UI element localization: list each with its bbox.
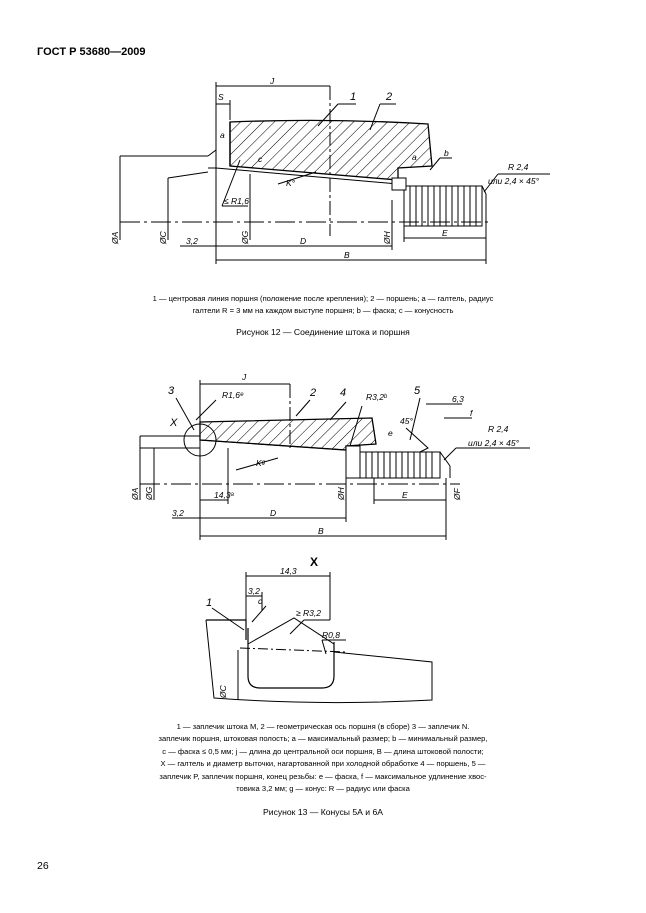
fig13-legend-line: c — фаска ≤ 0,5 мм; j — длина до централ… [162,746,484,756]
detail-x-c: c [258,596,263,606]
detail-x-r32: ≥ R3,2 [296,608,321,618]
fig13-label-r16: R1,6ᵉ [222,390,244,400]
detail-x-1: 1 [206,597,212,609]
fig12-label-da: ØA [110,231,120,245]
fig12-label-r24: R 2,4 [508,162,529,172]
detail-x-143: 14,3 [280,566,297,576]
fig13-label-x: X [169,417,178,429]
fig13-legend-line: заплечик поршня, штоковая полость; a — м… [158,734,488,744]
fig13-legend-line: X — галтель и диаметр выточки, нагартова… [160,759,486,769]
detail-x-32: 3,2 [248,586,260,596]
fig13-label-32: 3,2 [172,508,184,518]
figure-13-drawing: 3 X J R1,6ᵉ 2 4 R3,2ᵇ 5 6,3 f 45° e R 2,… [130,372,530,540]
page-number: 26 [37,860,49,872]
fig13-label-f: f [470,408,474,418]
fig12-label-e: E [442,228,448,238]
fig13-label-e2: E [402,490,408,500]
fig13-label-r32: R3,2ᵇ [366,392,388,402]
fig13-label-da: ØA [130,487,140,501]
fig13-label-d: D [270,508,276,518]
fig13-legend-line: заплечик P, заплечик поршня, конец резьб… [159,771,487,781]
fig13-label-dh: ØH [336,486,346,501]
fig12-label-dg: ØG [240,230,250,245]
fig13-legend-line: 1 — заплечик штока M, 2 — геометрическая… [176,722,470,731]
fig12-caption: Рисунок 12 — Соединение штока и поршня [236,327,410,337]
fig12-label-bb: B [344,250,350,260]
fig13-label-j: J [241,372,247,382]
fig13-label-k: Kᵍ [256,458,266,468]
fig12-label-a: a [220,130,225,140]
fig13-label-r24b: или 2,4 × 45° [468,438,520,448]
fig12-label-dh: ØH [382,230,392,245]
fig12-label-k: K° [286,178,296,188]
fig12-legend-line: 1 — центровая линия поршня (положение по… [152,294,494,303]
fig12-label-dc: ØC [158,230,168,245]
fig13-label-5: 5 [414,385,421,397]
fig12-label-s: S [218,92,224,102]
fig13-caption: Рисунок 13 — Конусы 5А и 6А [263,807,383,817]
fig12-label-r16: ≤ R1,6 [224,196,249,206]
fig13-label-df: ØF [452,487,462,501]
fig13-label-e: e [388,428,393,438]
detail-x-title: X [310,555,318,569]
document-header: ГОСТ Р 53680—2009 [37,46,146,58]
fig12-label-c: c [258,154,263,164]
fig13-label-bb: B [318,526,324,536]
fig13-label-dg: ØG [144,486,154,501]
fig13-label-45: 45° [400,416,413,426]
fig13-label-4: 4 [340,387,346,399]
fig12-label-j: J [269,76,275,86]
fig13-legend: 1 — заплечик штока M, 2 — геометрическая… [100,721,546,795]
fig12-label-2: 2 [385,91,392,103]
fig13-label-2: 2 [309,387,316,399]
fig13-label-143: 14,3ᵃ [214,490,235,500]
fig13-label-r24: R 2,4 [488,424,509,434]
fig12-legend-line: галтели R = 3 мм на каждом выступе поршн… [192,306,454,316]
fig12-label-32: 3,2 [186,236,198,246]
fig12-label-r24b: или 2,4 × 45° [488,176,540,186]
detail-x-r08: R0,8 [322,630,340,640]
fig12-label-1: 1 [350,91,356,103]
fig12-label-b: b [444,148,449,158]
fig13-label-3: 3 [168,385,175,397]
fig13-legend-line: товика 3,2 мм; g — конус: R — радиус или… [236,784,410,794]
fig13-label-63: 6,3 [452,394,464,404]
figure-12-drawing: J S 1 2 a b a c ≤ R1,6 K° R 2,4 или 2,4 … [110,76,550,264]
detail-x-dc: ØC [218,684,228,699]
figure-13-detail-x: X 14,3 3,2 c 1 ≥ R3,2 R0,8 ØC [205,555,433,704]
fig12-legend: 1 — центровая линия поршня (положение по… [60,293,586,318]
fig12-label-d: D [300,236,306,246]
fig12-label-a2: a [412,152,417,162]
